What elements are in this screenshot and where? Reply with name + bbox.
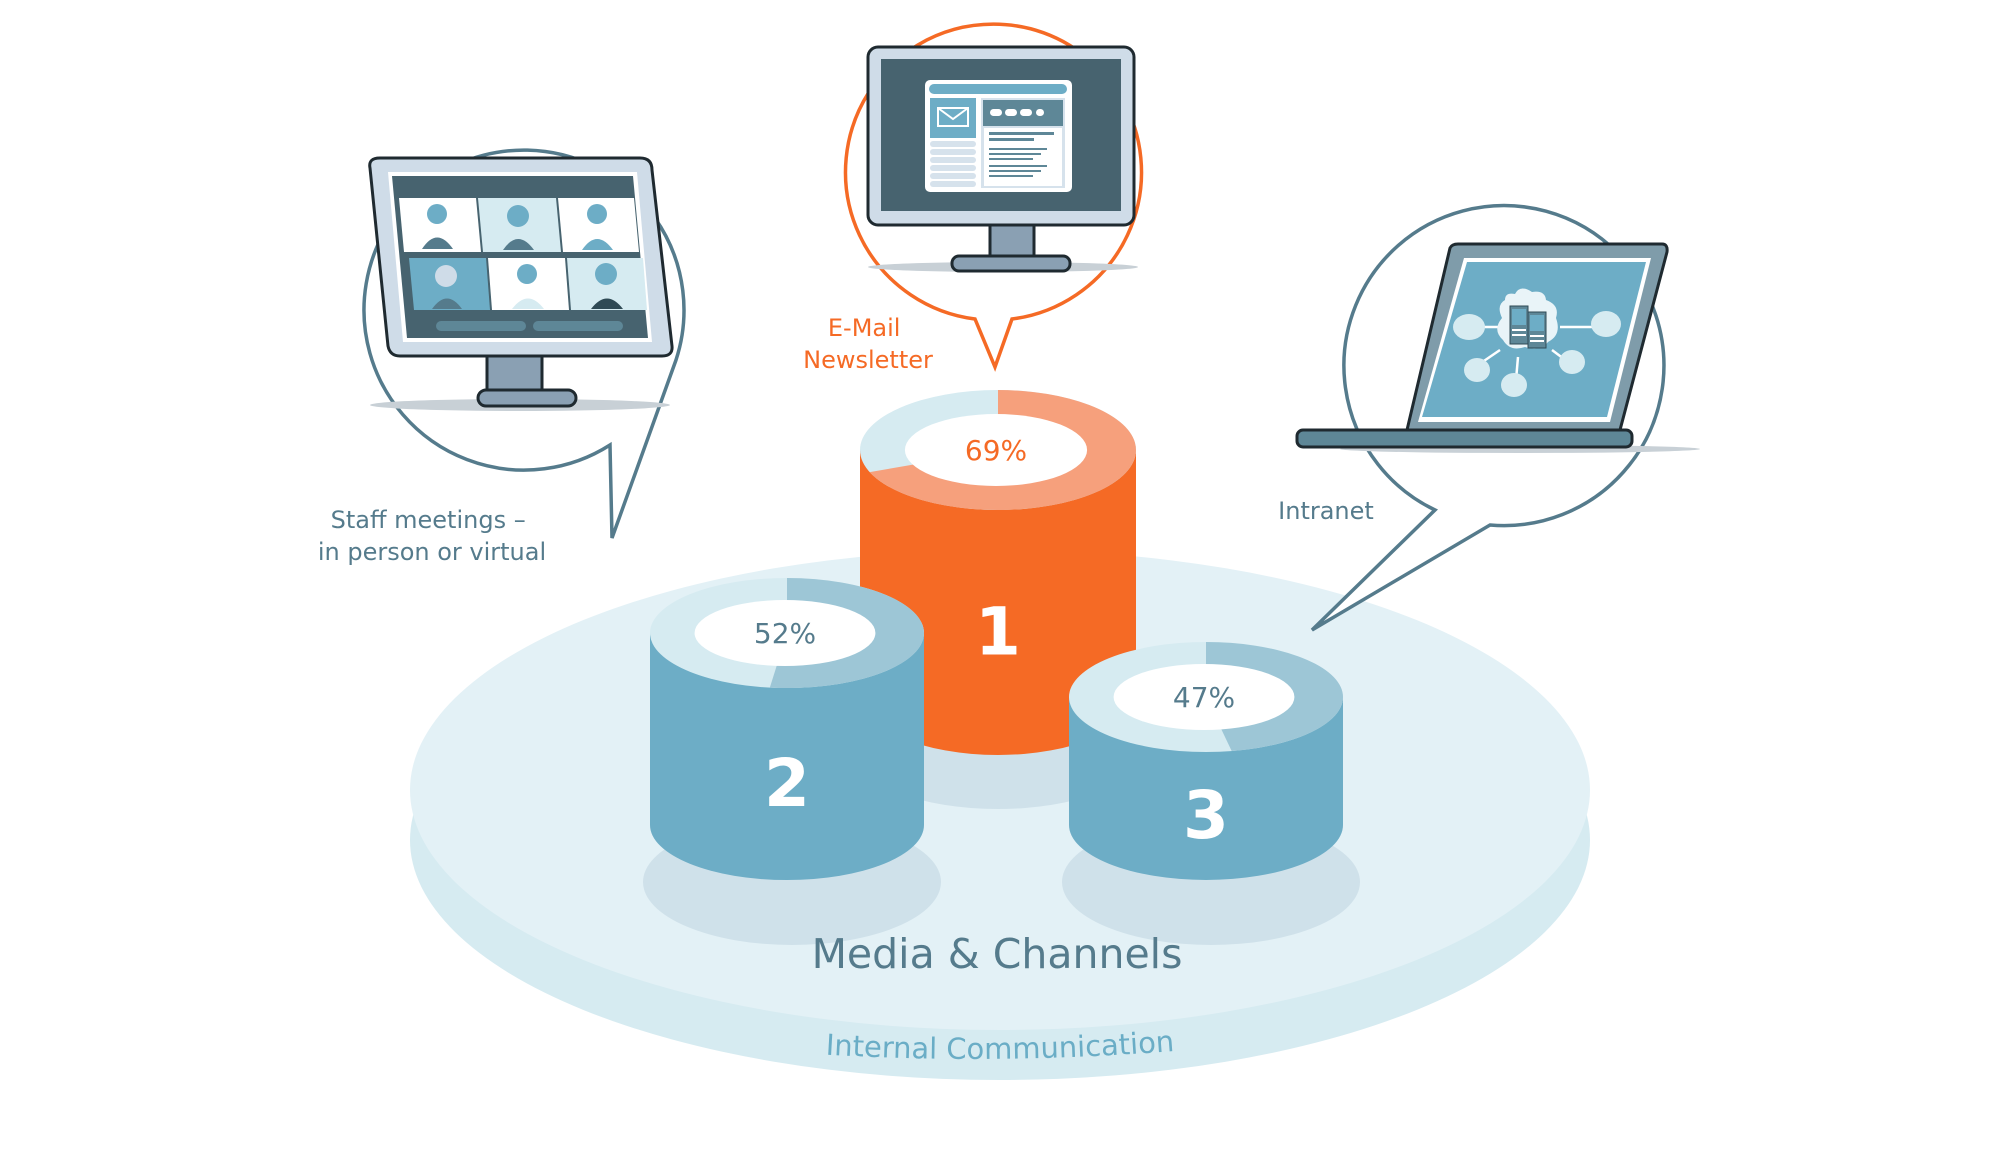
percent-label: 69% [965, 434, 1027, 467]
label-email-newsletter: E-Mail Newsletter [803, 314, 933, 374]
video-tiles [399, 198, 647, 310]
rank-number: 2 [764, 745, 810, 822]
percent-label: 52% [754, 617, 816, 650]
label-line: E-Mail [828, 314, 901, 342]
cylinder-body [650, 633, 924, 880]
label-staff-meetings: Staff meetings – in person or virtual [318, 506, 546, 566]
podium-cylinder-2: 52% 2 [643, 578, 941, 945]
speech-bubble-staff-meetings [362, 148, 686, 539]
email-newsletter-monitor-icon [866, 45, 1138, 273]
speech-bubble-email-newsletter [843, 22, 1144, 372]
rank-number: 3 [1183, 777, 1229, 854]
label-intranet: Intranet [1278, 497, 1374, 525]
cylinder-top-inner [904, 414, 1088, 486]
podium-cylinder-3: 47% 3 [1062, 642, 1360, 945]
intranet-laptop-network-icon [1295, 242, 1700, 453]
percent-label: 47% [1173, 681, 1235, 714]
cylinder-body [860, 450, 1136, 755]
label-line: Newsletter [803, 346, 933, 374]
cylinder-top-inner [694, 600, 876, 666]
diagram-title: Media & Channels [812, 930, 1183, 978]
label-line: Staff meetings – [331, 506, 526, 534]
label-line: in person or virtual [318, 538, 546, 566]
video-conference-monitor-icon [368, 156, 674, 411]
speech-bubble-intranet [1295, 203, 1700, 632]
podium-cylinder-1: 69% 1 [858, 390, 1138, 809]
cylinder-top-inner [1113, 664, 1295, 730]
rank-number: 1 [975, 594, 1021, 671]
